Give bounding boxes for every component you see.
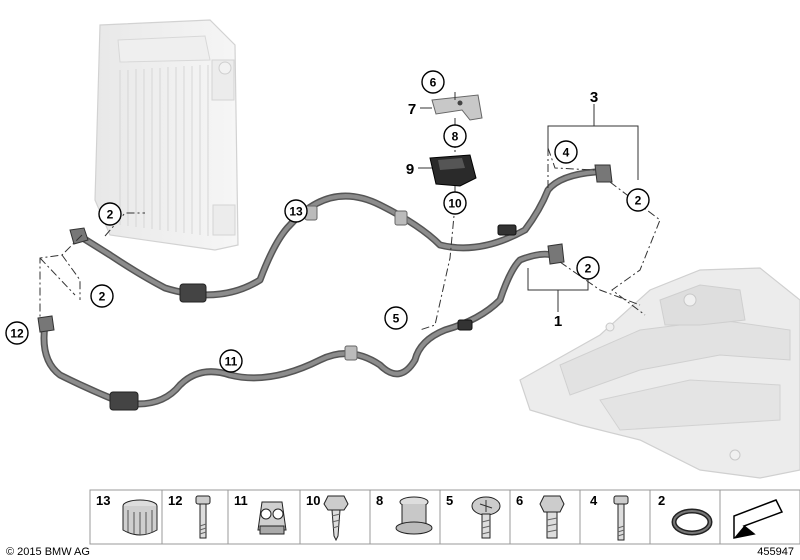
- svg-text:5: 5: [446, 493, 453, 508]
- svg-text:11: 11: [234, 493, 248, 508]
- svg-text:2: 2: [107, 208, 114, 222]
- svg-text:4: 4: [590, 493, 598, 508]
- diagram-number: 455947: [757, 546, 794, 558]
- svg-text:13: 13: [96, 493, 110, 508]
- svg-text:4: 4: [563, 146, 570, 160]
- strip-cell-8: 8: [376, 493, 433, 535]
- label-9: 9: [406, 161, 414, 178]
- strip-cell-10: 10: [306, 493, 349, 542]
- svg-text:6: 6: [430, 76, 437, 90]
- callout-8: 8: [443, 124, 467, 148]
- oil-pan: [519, 267, 800, 479]
- strip-cell-6: 6: [516, 493, 565, 539]
- parts-strip: 13 12 11 10 8: [89, 489, 800, 545]
- svg-text:12: 12: [10, 327, 24, 341]
- callout-5: 5: [384, 306, 408, 330]
- svg-text:2: 2: [658, 493, 665, 508]
- strip-cell-11: 11: [234, 493, 287, 535]
- lower-oil-line: [40, 250, 556, 408]
- callout-2-b: 2: [90, 284, 114, 308]
- strip-cell-5: 5: [446, 493, 501, 539]
- callout-10: 10: [443, 191, 467, 215]
- callout-2-a: 2: [98, 202, 122, 226]
- label-3: 3: [590, 89, 598, 106]
- svg-text:13: 13: [289, 205, 303, 219]
- callout-2-c: 2: [626, 188, 650, 212]
- svg-text:2: 2: [585, 262, 592, 276]
- callout-4: 4: [554, 140, 578, 164]
- lower-line-fitting-left: [37, 315, 55, 333]
- svg-text:10: 10: [306, 493, 320, 508]
- copyright-text: © 2015 BMW AG: [6, 546, 90, 558]
- svg-text:6: 6: [516, 493, 523, 508]
- strip-cell-4: 4: [590, 493, 629, 541]
- lower-line-fitting-right: [547, 243, 565, 265]
- clamp-holder: [429, 154, 477, 187]
- callout-6: 6: [421, 70, 445, 94]
- label-1: 1: [554, 313, 562, 330]
- strip-cell-13: 13: [96, 493, 158, 536]
- svg-text:10: 10: [448, 197, 462, 211]
- callout-2-d: 2: [576, 256, 600, 280]
- direction-arrow-icon: [733, 499, 784, 539]
- svg-text:2: 2: [635, 194, 642, 208]
- svg-text:5: 5: [393, 312, 400, 326]
- strip-cell-2: 2: [658, 493, 713, 536]
- svg-text:12: 12: [168, 493, 182, 508]
- upper-line-fitting-right: [594, 164, 613, 183]
- svg-text:2: 2: [99, 290, 106, 304]
- callout-13: 13: [284, 199, 308, 223]
- upper-line-fitting-left: [69, 227, 89, 245]
- oil-cooler: [94, 19, 239, 251]
- strip-cell-12: 12: [168, 493, 211, 539]
- lower-line-hose-sleeve: [109, 224, 517, 411]
- svg-text:11: 11: [225, 355, 238, 369]
- upper-line-hose-sleeve: [179, 205, 408, 303]
- bracket: [431, 94, 483, 121]
- solid-leader-lines: [418, 92, 639, 312]
- svg-text:8: 8: [376, 493, 383, 508]
- label-7: 7: [408, 101, 416, 118]
- svg-text:8: 8: [452, 130, 459, 144]
- callout-12: 12: [5, 321, 29, 345]
- callout-11: 11: [219, 349, 243, 373]
